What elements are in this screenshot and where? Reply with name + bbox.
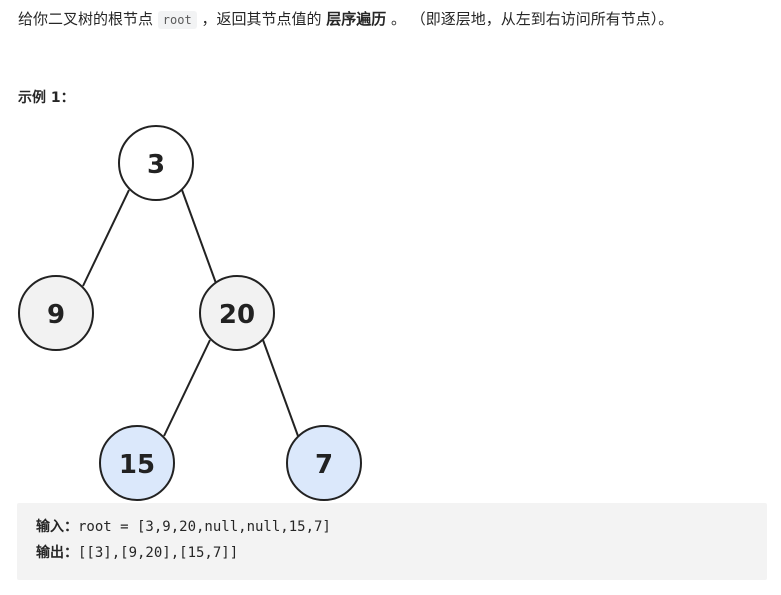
output-line: 输出：[[3],[9,20],[15,7]] (36, 543, 238, 563)
edge-20-7 (262, 339, 299, 437)
tree-node-3: 3 (118, 125, 194, 201)
input-line: 输入：root = [3,9,20,null,null,15,7] (36, 517, 331, 537)
node-circle-9 (18, 275, 94, 351)
node-circle-20 (199, 275, 275, 351)
node-label-20: 20 (219, 300, 255, 330)
example-title: 示例 1： (18, 90, 75, 106)
tree-edges (82, 189, 299, 437)
edge-3-9 (82, 189, 130, 287)
description-text-2: ，返回其节点值的 (196, 10, 327, 28)
description-text-1: 给你二叉树的根节点 (18, 10, 158, 28)
output-label: 输出： (36, 545, 78, 561)
tree-node-7: 7 (286, 425, 362, 501)
root-inline-code: root (157, 11, 197, 29)
edge-20-15 (163, 339, 211, 437)
node-circle-7 (286, 425, 362, 501)
level-order-bold: 层序遍历 (326, 10, 387, 28)
tree-node-20: 20 (199, 275, 275, 351)
input-label: 输入： (36, 519, 78, 535)
node-circle-15 (99, 425, 175, 501)
description-text-3: 。 （即逐层地，从左到右访问所有节点）。 (386, 10, 674, 28)
example-io-block: 输入：root = [3,9,20,null,null,15,7] 输出：[[3… (17, 503, 767, 580)
output-value: [[3],[9,20],[15,7]] (78, 545, 239, 561)
node-circle-3 (118, 125, 194, 201)
node-label-3: 3 (147, 150, 165, 180)
problem-description: 给你二叉树的根节点 root ，返回其节点值的 层序遍历 。 （即逐层地，从左到… (18, 6, 673, 33)
node-label-15: 15 (119, 450, 155, 480)
tree-node-9: 9 (18, 275, 94, 351)
edge-3-20 (181, 189, 218, 287)
node-label-7: 7 (315, 450, 333, 480)
tree-node-15: 15 (99, 425, 175, 501)
input-value: root = [3,9,20,null,null,15,7] (78, 519, 331, 535)
node-label-9: 9 (47, 300, 65, 330)
